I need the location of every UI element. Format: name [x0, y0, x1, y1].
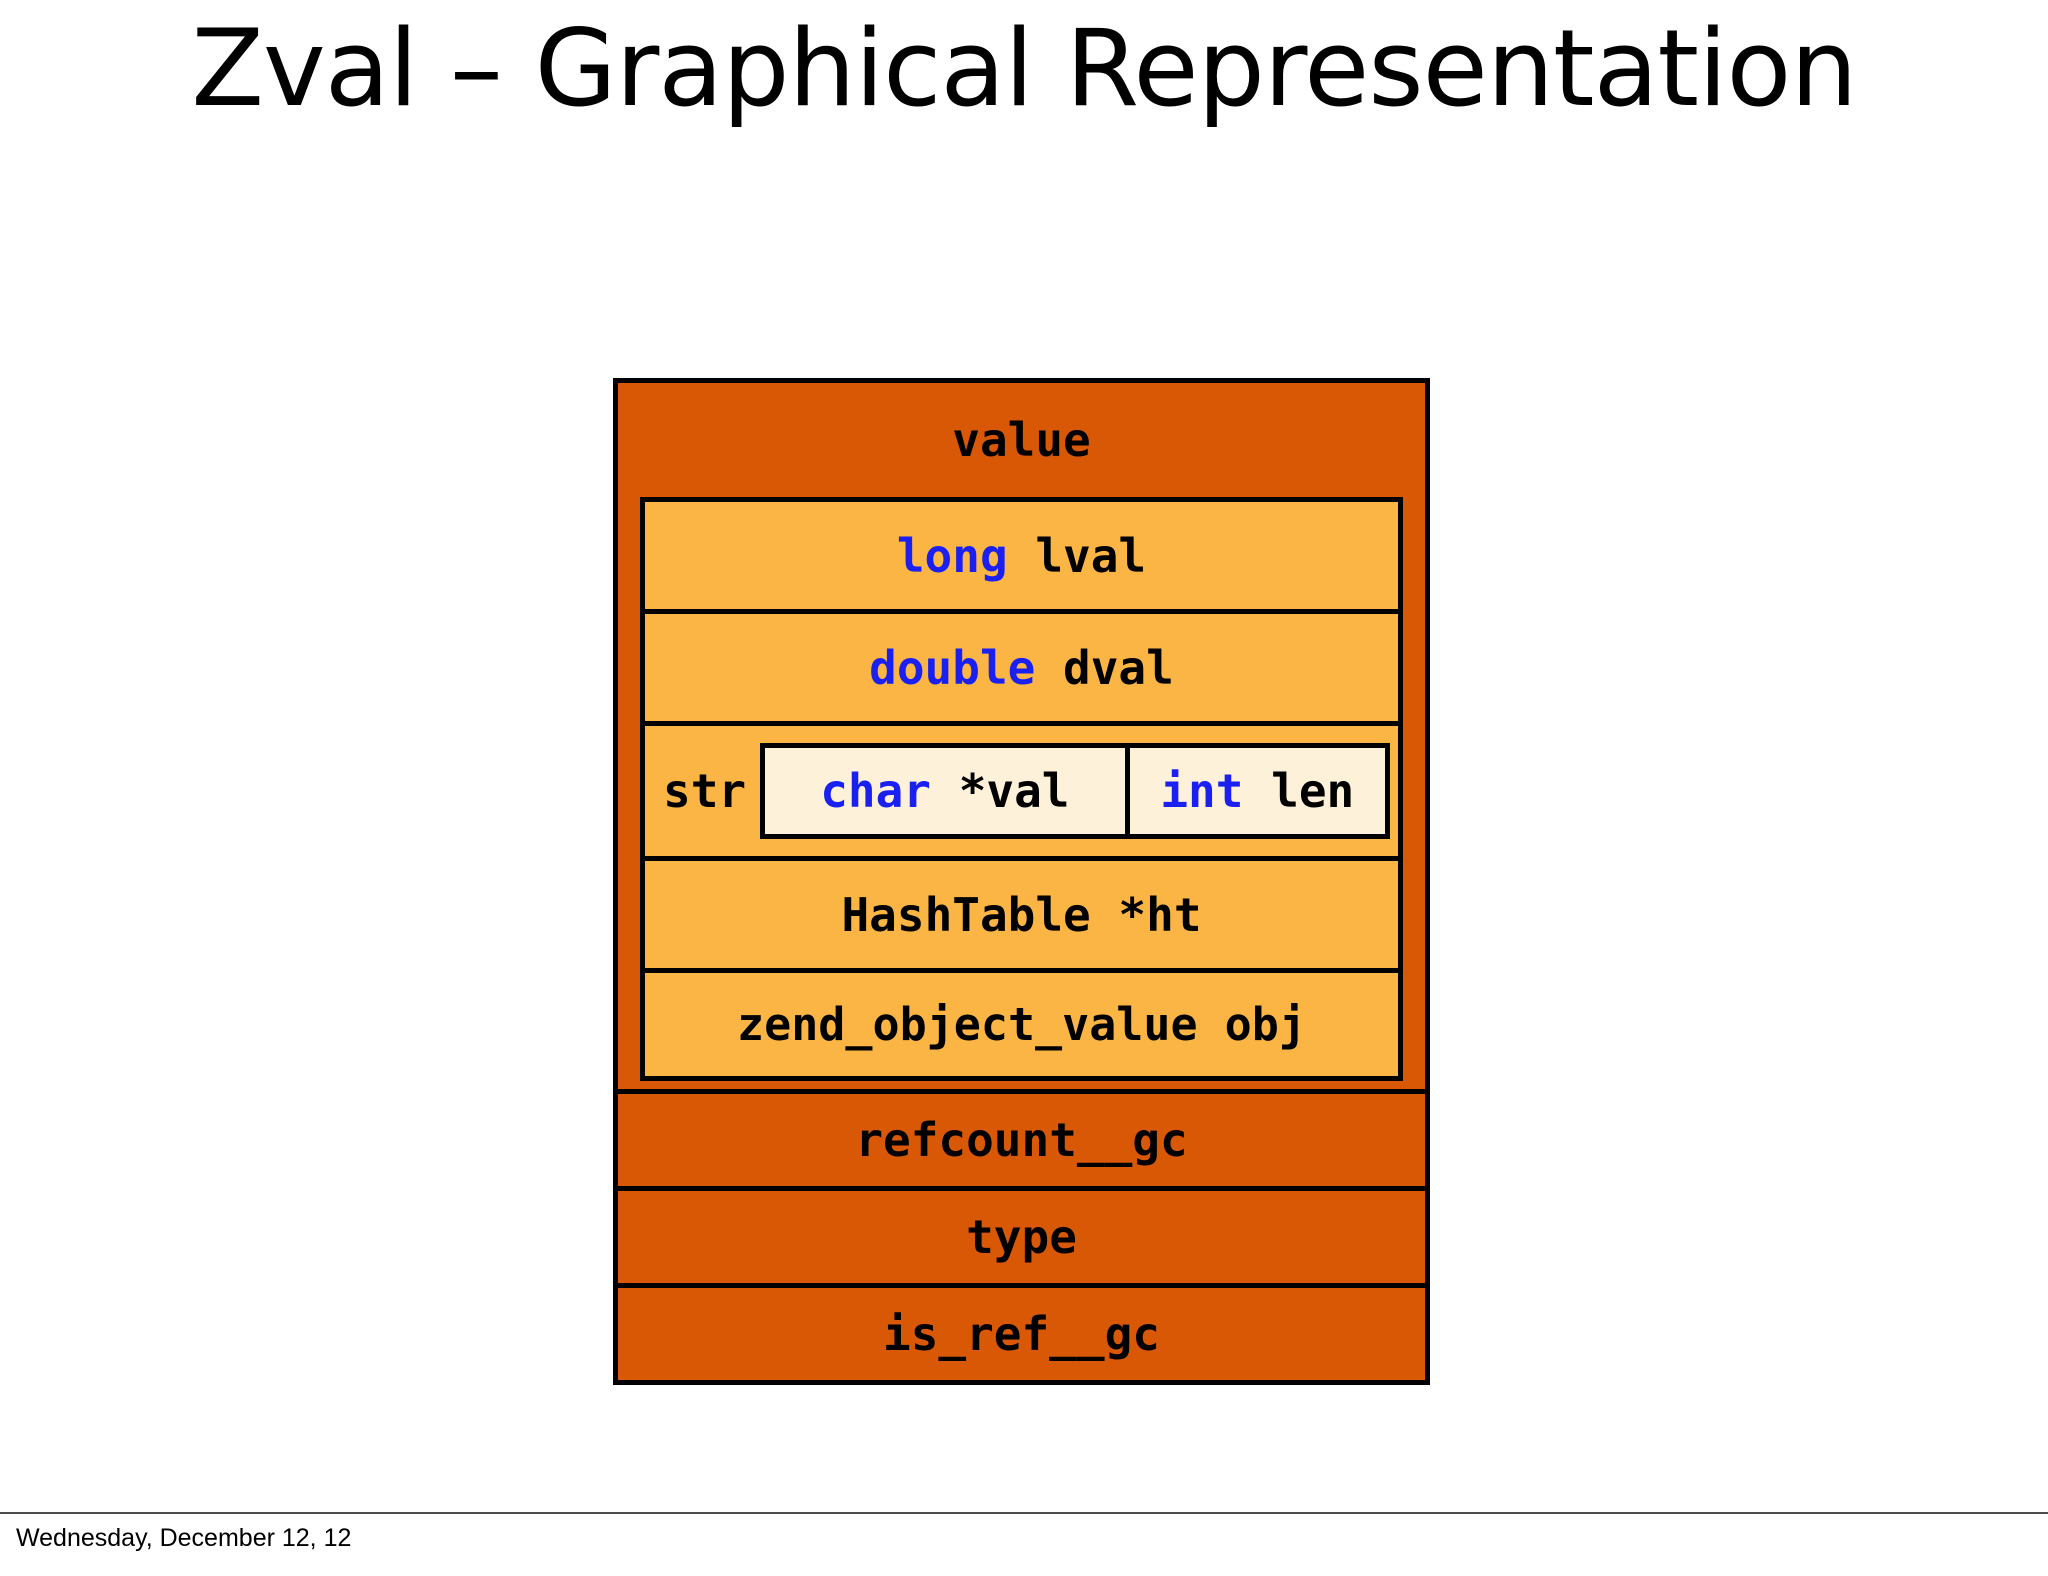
str-field-len: int len — [1129, 748, 1385, 834]
union-member-lval: long lval — [645, 502, 1398, 614]
type-keyword-int: int — [1160, 764, 1244, 818]
page-title: Zval – Graphical Representation — [191, 7, 1857, 130]
union-member-str: str char *val int len — [645, 726, 1398, 861]
field-name-lval: lval — [1035, 528, 1147, 583]
value-union-label: value — [952, 413, 1091, 467]
field-name-len: len — [1271, 764, 1355, 818]
type-keyword-long: long — [896, 528, 1008, 583]
str-label: str — [663, 764, 747, 818]
footer-divider — [0, 1512, 2048, 1514]
field-name-val: *val — [958, 764, 1070, 818]
zval-struct-diagram: value long lval double dval str char *va… — [613, 378, 1430, 1385]
field-name-dval: dval — [1063, 640, 1174, 695]
union-member-ht: HashTable *ht — [645, 861, 1398, 973]
type-keyword-char: char — [820, 764, 931, 818]
str-field-val: char *val — [765, 748, 1130, 834]
union-member-dval: double dval — [645, 614, 1398, 726]
value-union-section: value long lval double dval str char *va… — [618, 383, 1425, 1089]
union-members-group: long lval double dval str char *val int … — [640, 497, 1403, 1081]
struct-field-type: type — [618, 1186, 1425, 1283]
struct-field-refcount-gc: refcount__gc — [618, 1089, 1425, 1186]
str-struct-box: char *val int len — [760, 743, 1390, 839]
union-member-obj: zend_object_value obj — [645, 973, 1398, 1076]
type-keyword-double: double — [869, 640, 1036, 695]
footer-date: Wednesday, December 12, 12 — [16, 1524, 352, 1552]
struct-field-is-ref-gc: is_ref__gc — [618, 1283, 1425, 1380]
